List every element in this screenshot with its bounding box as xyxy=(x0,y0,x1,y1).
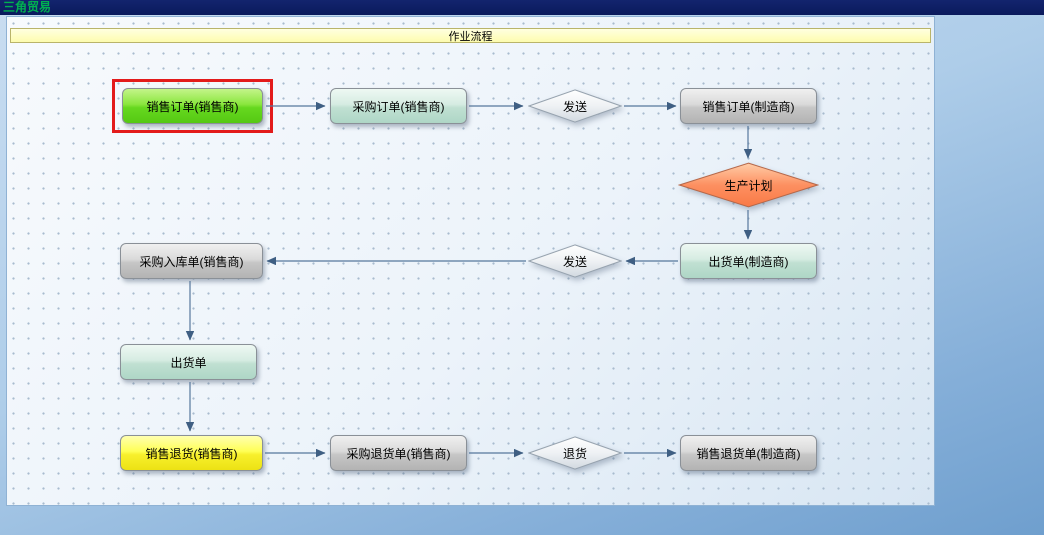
diamond-label: 生产计划 xyxy=(724,178,773,193)
node-sales-return-seller[interactable]: 销售退货(销售商) xyxy=(120,435,263,471)
node-purchase-return-seller[interactable]: 采购退货单(销售商) xyxy=(330,435,467,471)
node-shipment[interactable]: 出货单 xyxy=(120,344,257,380)
node-production-plan[interactable]: 生产计划 xyxy=(678,162,819,208)
node-label: 出货单 xyxy=(170,355,207,370)
node-return: 退货 xyxy=(528,436,622,470)
diamond-label: 发送 xyxy=(562,99,587,114)
flow-header-label: 作业流程 xyxy=(448,30,493,43)
diamond-shape xyxy=(528,436,622,470)
node-purchase-order-seller[interactable]: 采购订单(销售商) xyxy=(330,88,467,124)
node-shipment-maker[interactable]: 出货单(制造商) xyxy=(680,243,817,279)
node-send-2: 发送 xyxy=(528,244,622,278)
node-purchase-receipt-seller[interactable]: 采购入库单(销售商) xyxy=(120,243,263,279)
node-label: 采购入库单(销售商) xyxy=(139,254,244,269)
node-send-1: 发送 xyxy=(528,89,622,123)
flow-header: 作业流程 xyxy=(10,28,931,43)
node-sales-order-maker[interactable]: 销售订单(制造商) xyxy=(680,88,817,124)
node-label: 出货单(制造商) xyxy=(708,254,789,269)
diamond-label: 发送 xyxy=(562,254,587,269)
diamond-shape xyxy=(528,244,622,278)
diamond-shape xyxy=(528,89,622,123)
node-sales-order-seller[interactable]: 销售订单(销售商) xyxy=(122,88,263,124)
node-label: 销售订单(制造商) xyxy=(702,99,795,114)
node-label: 采购退货单(销售商) xyxy=(346,446,451,461)
node-label: 销售退货单(制造商) xyxy=(696,446,801,461)
node-label: 销售订单(销售商) xyxy=(146,99,239,114)
window-titlebar: 三角贸易 xyxy=(0,0,1044,15)
node-label: 采购订单(销售商) xyxy=(352,99,445,114)
window-title: 三角贸易 xyxy=(3,0,52,14)
diamond-shape xyxy=(678,162,819,208)
diamond-label: 退货 xyxy=(562,446,587,461)
node-label: 销售退货(销售商) xyxy=(145,446,238,461)
node-sales-return-maker[interactable]: 销售退货单(制造商) xyxy=(680,435,817,471)
